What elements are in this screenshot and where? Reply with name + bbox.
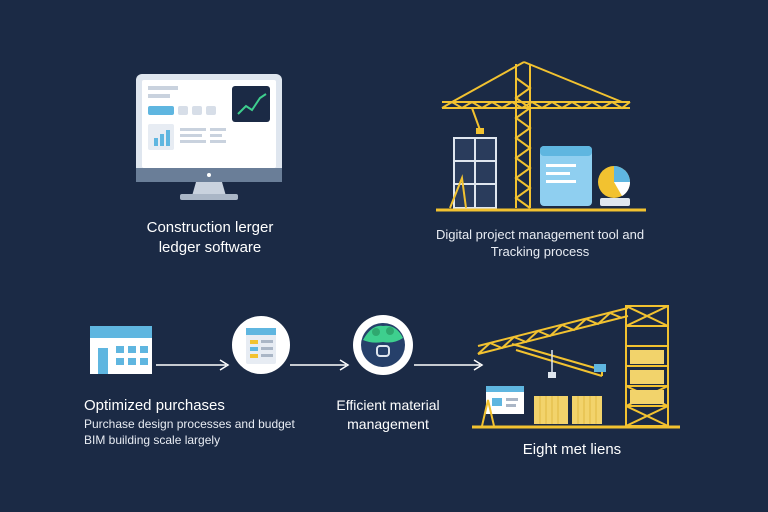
- flow-step-1-node: [90, 326, 152, 374]
- top-left-caption: Construction lerger ledger software: [110, 218, 310, 258]
- flow-step-3-node: [352, 314, 414, 376]
- flow-step-3-title: Efficient material management: [318, 396, 458, 434]
- monitor-dashboard-icon: [136, 74, 282, 200]
- top-left-caption-line2: ledger software: [158, 239, 262, 256]
- building-icon: [90, 326, 152, 374]
- flow-step-1-description: Purchase design processes and budget BIM…: [84, 416, 324, 448]
- monitor-illustration: [134, 72, 284, 202]
- top-right-caption: Digital project management tool and Trac…: [420, 226, 660, 260]
- material-globe-icon: [353, 315, 413, 375]
- flow-step-4-title: Eight met liens: [522, 441, 622, 458]
- flow-arrow-3: [414, 359, 486, 371]
- arrow-right-icon: [414, 359, 484, 371]
- flow-arrow-2: [290, 359, 352, 371]
- flow-step-3-title-line2: management: [347, 416, 429, 432]
- top-right-caption-line2: Tracking process: [490, 244, 590, 259]
- tower-crane-icon: [436, 61, 646, 212]
- arrow-right-icon: [156, 359, 230, 371]
- document-list-icon: [230, 314, 292, 376]
- flow-step-3-title-line1: Efficient material: [336, 397, 440, 413]
- top-right-caption-line1: Digital project management tool and: [435, 227, 645, 242]
- arrow-right-icon: [290, 359, 350, 371]
- flow-step-2-node: [230, 314, 292, 376]
- flow-arrow-1: [156, 359, 232, 371]
- flow-step-4-node: [472, 300, 680, 432]
- flow-step-1-title: Optimized purchases: [84, 397, 225, 414]
- crane-warehouse-icon: [472, 305, 680, 429]
- flow-step-1-desc-line2: BIM building scale largely: [84, 433, 221, 447]
- crane-site-illustration: [432, 58, 652, 218]
- top-left-caption-line1: Construction lerger: [146, 219, 274, 236]
- flow-step-1-desc-line1: Purchase design processes and budget: [84, 417, 295, 431]
